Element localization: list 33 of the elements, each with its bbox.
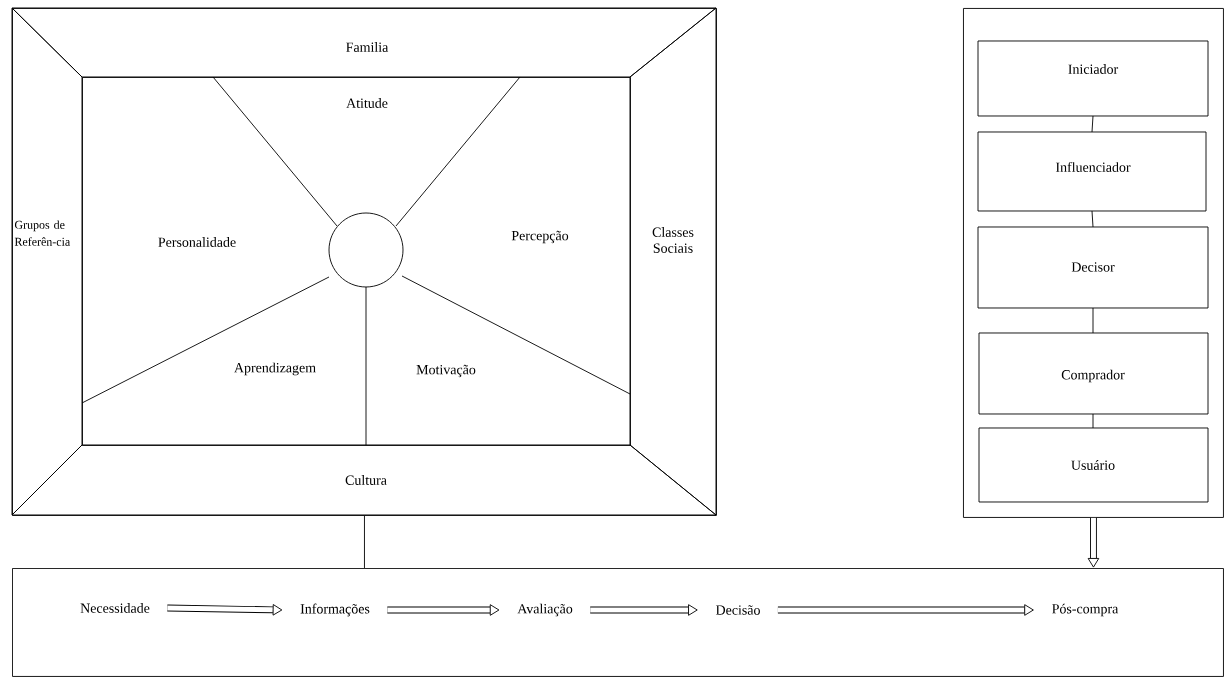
sector-label: Motivação [416,364,476,378]
stage-label: Informações [300,603,370,617]
hollow-arrow [167,604,283,616]
role-box: Comprador [978,332,1209,415]
stage-label: Necessidade [80,603,150,613]
hollow-arrow [777,604,1034,616]
hollow-arrow [590,604,698,616]
role-box: Iniciador [977,40,1209,117]
sector-label: Personalidade [158,237,236,247]
stage-label: Pós-compra [1052,603,1119,617]
frame-box [12,568,1224,677]
hollow-arrow [387,604,500,616]
connector-line [1091,210,1094,228]
role-box: Decisor [977,226,1209,309]
band: Grupos de Referên-cia [11,7,83,516]
connector-line [1091,115,1094,133]
hollow-arrow [1087,517,1100,568]
circle [328,212,404,288]
band: Familia [11,7,717,78]
sector-label: Atitude [346,98,388,108]
connector-line [1092,307,1094,334]
stage-label: Decisão [715,605,760,615]
role-box: Usuário [978,427,1209,503]
band: Classes Sociais [629,7,717,516]
sector-label: Aprendizagem [234,362,316,376]
stage-label: Avaliação [517,603,573,617]
role-box: Influenciador [977,131,1207,212]
frame-box [82,77,631,446]
connector-line [1092,413,1094,429]
frame-box [963,8,1224,518]
band: Cultura [11,444,717,516]
connector-line [364,515,365,569]
sector-label: Percepção [511,230,569,244]
